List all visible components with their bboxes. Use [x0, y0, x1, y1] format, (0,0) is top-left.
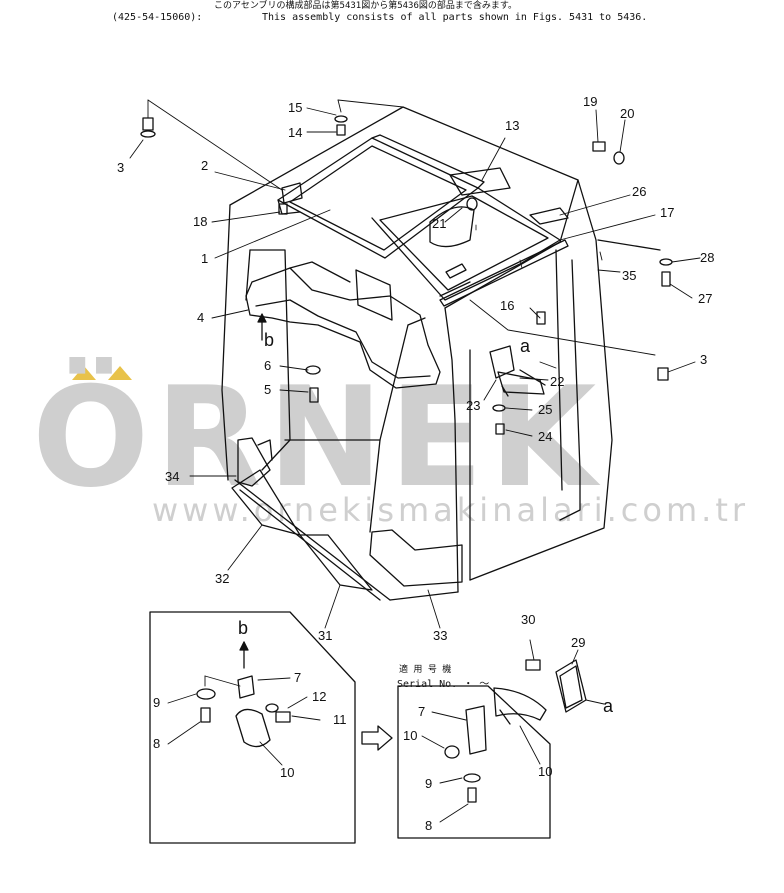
detail-b-callout-10: 10 [280, 765, 294, 780]
detail-serial-frame [397, 685, 551, 839]
english-assembly-note: This assembly consists of all parts show… [262, 12, 648, 23]
callout-30: 30 [521, 612, 535, 627]
japanese-assembly-note: このアセンブリの構成部品は第5431図から第5436図の部品まで含みます。 [214, 1, 517, 11]
callout-26: 26 [632, 184, 646, 199]
inner-panel [245, 261, 441, 389]
callout-14: 14 [288, 125, 302, 140]
view-b-arrow [257, 313, 267, 341]
callout-20: 20 [620, 106, 634, 121]
detail-serial-callout-8: 8 [425, 818, 432, 833]
callout-32: 32 [215, 571, 229, 586]
callout-33: 33 [433, 628, 447, 643]
callout-16: 16 [500, 298, 514, 313]
callout-34: 34 [165, 469, 179, 484]
watermark-umlaut [72, 366, 142, 380]
callout-21: 21 [432, 216, 446, 231]
callout-15: 15 [288, 100, 302, 115]
callout-27: 27 [698, 291, 712, 306]
callout-25: 25 [538, 402, 552, 417]
callout-4: 4 [197, 310, 204, 325]
callout-6: 6 [264, 358, 271, 373]
detail-b-view-label: b [238, 618, 248, 638]
callout-2: 2 [201, 158, 208, 173]
callout-18: 18 [193, 214, 207, 229]
callout-1: 1 [201, 251, 208, 266]
cab-frame [221, 106, 661, 601]
serial-no-label: Serial No. ・ ～ [397, 679, 490, 690]
side-latch [489, 345, 546, 397]
callout-28: 28 [700, 250, 714, 265]
lower-panels [231, 437, 463, 591]
diagram-header: このアセンブリの構成部品は第5431図から第5436図の部品まで含みます。 (4… [0, 0, 784, 26]
roof-hatch [277, 134, 569, 307]
detail-b-callout-8: 8 [153, 736, 160, 751]
detail-serial-callout-10a: 10 [403, 728, 417, 743]
callout-3-left: 3 [117, 160, 124, 175]
callout-a-top: a [520, 336, 531, 356]
callout-b-top: b [264, 330, 274, 350]
callout-5: 5 [264, 382, 271, 397]
watermark-dot-left [72, 366, 96, 380]
callout-29: 29 [571, 635, 585, 650]
detail-serial-callout-7: 7 [418, 704, 425, 719]
callout-35: 35 [622, 268, 636, 283]
callout-3-right: 3 [700, 352, 707, 367]
detail-serial-callout-9: 9 [425, 776, 432, 791]
transition-arrow [361, 725, 393, 751]
leader-lines [129, 99, 701, 629]
serial-no-label-jp: 適 用 号 機 [399, 665, 452, 675]
detail-b-callout-12: 12 [312, 689, 326, 704]
detail-b-frame [149, 611, 356, 844]
part-code: (425-54-15060): [112, 12, 203, 23]
vent-part [525, 639, 605, 713]
detail-b-callout-11: 11 [333, 712, 347, 727]
watermark-dot-right [108, 366, 132, 380]
callout-13: 13 [505, 118, 519, 133]
detail-serial-callout-10b: 10 [538, 764, 552, 779]
detail-b-callout-9: 9 [153, 695, 160, 710]
callout-31: 31 [318, 628, 332, 643]
callout-23: 23 [466, 398, 480, 413]
callout-19: 19 [583, 94, 597, 109]
callout-labels: 3 2 18 1 4 b 6 5 34 32 31 33 15 14 13 19… [117, 94, 714, 833]
callout-22: 22 [550, 374, 564, 389]
callout-17: 17 [660, 205, 674, 220]
callout-24: 24 [538, 429, 552, 444]
detail-b-callout-7: 7 [294, 670, 301, 685]
callout-a-detail: a [603, 696, 614, 716]
hardware [140, 115, 673, 435]
